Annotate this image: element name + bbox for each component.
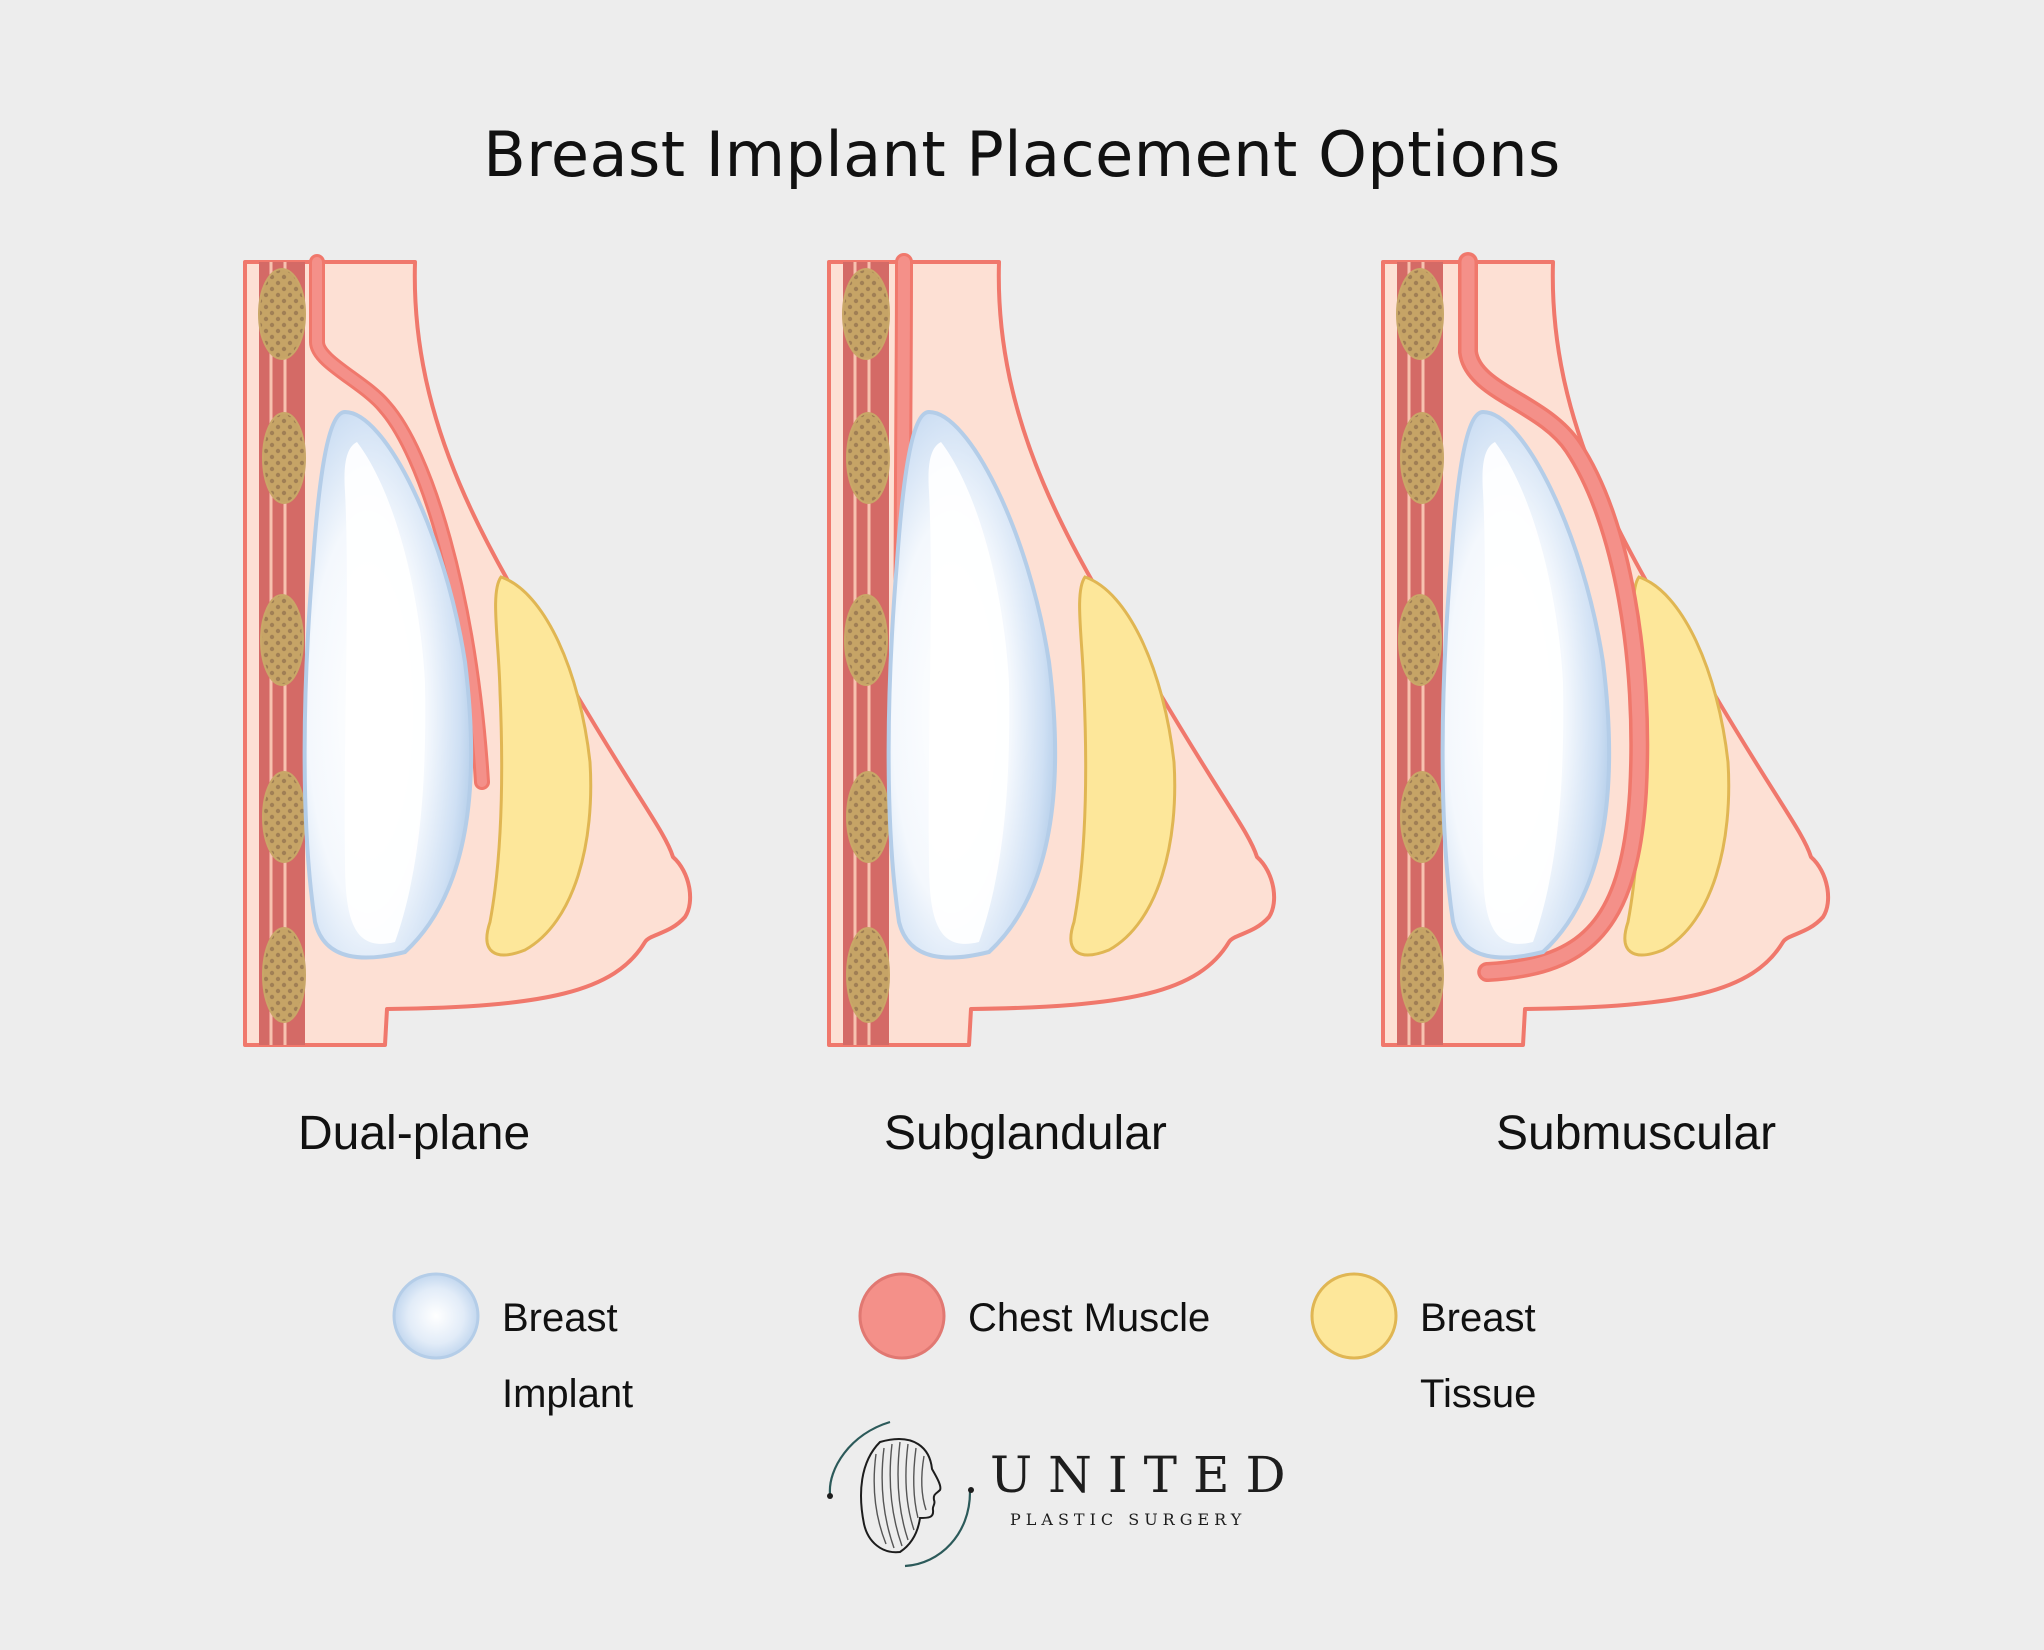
diagram-submuscular xyxy=(1381,252,1831,1047)
legend-implant-line2: Implant xyxy=(502,1372,634,1416)
page-title: Breast Implant Placement Options xyxy=(483,118,1561,191)
logo-subtitle: PLASTIC SURGERY xyxy=(1010,1510,1247,1529)
legend-tissue-line1: Breast xyxy=(1420,1296,1536,1340)
logo-wordmark: UNITED xyxy=(990,1446,1302,1504)
diagram-dual-plane xyxy=(243,254,693,1047)
legend-muscle-line1: Chest Muscle xyxy=(968,1296,1211,1340)
legend-muscle-swatch xyxy=(858,1272,946,1360)
legend-implant-swatch xyxy=(392,1272,480,1360)
legend-tissue-line2: Tissue xyxy=(1420,1372,1537,1416)
legend-tissue-swatch xyxy=(1310,1272,1398,1360)
diagram-subglandular xyxy=(827,253,1277,1047)
label-dual-plane: Dual-plane xyxy=(298,1107,531,1160)
label-submuscular: Submuscular xyxy=(1496,1107,1777,1160)
united-face-logo-icon xyxy=(827,1420,974,1568)
legend-implant-line1: Breast xyxy=(502,1296,618,1340)
label-subglandular: Subglandular xyxy=(884,1107,1167,1160)
